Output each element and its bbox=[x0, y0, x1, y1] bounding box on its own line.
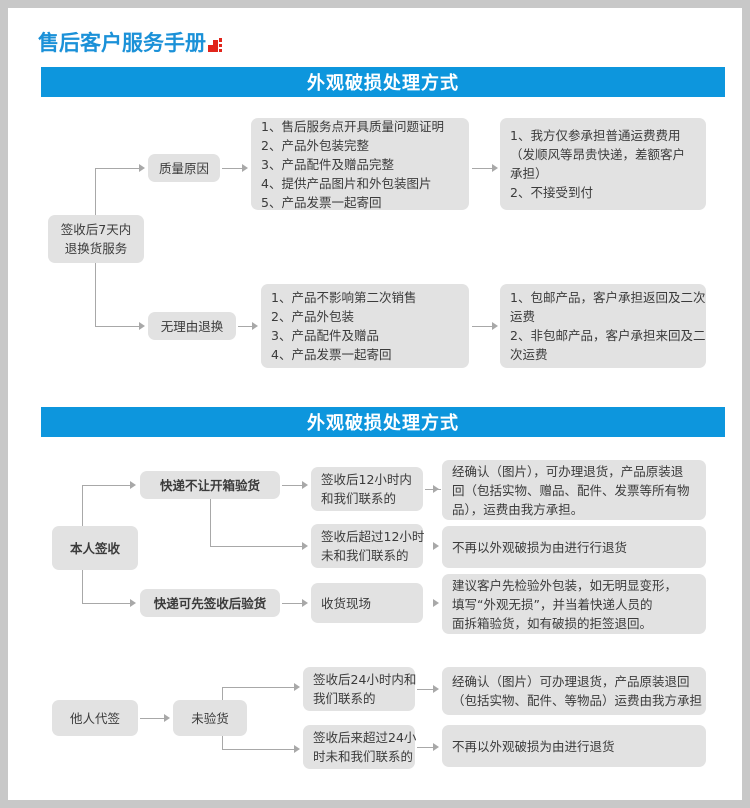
connector-proxy-to-timing2 bbox=[222, 749, 294, 750]
connector-quality-to-conditions bbox=[222, 168, 242, 169]
connector-root-spine-down bbox=[95, 263, 96, 326]
node-stage-not-inspected: 未验货 bbox=[173, 700, 247, 736]
node-result-refund-within-12h: 经确认（图片），可办理退货，产品原装退 回（包括实物、赠品、配件、发票等所有物 … bbox=[442, 460, 706, 520]
arrow-stage2-to-timing3 bbox=[302, 599, 308, 607]
connector-stage1-down bbox=[210, 499, 211, 546]
arrow-self-to-stage2 bbox=[130, 599, 136, 607]
node-noreason-conditions: 1、产品不影响第二次销售 2、产品外包装 3、产品配件及赠品 4、产品发票一起寄… bbox=[261, 284, 469, 368]
node-noreason-outcome: 1、包邮产品，客户承担返回及二次 运费 2、非包邮产品，客户承担来回及二 次运费 bbox=[500, 284, 706, 368]
connector-proxy-to-timing1 bbox=[222, 687, 294, 688]
node-timing-over-12h: 签收后超过12小时 未和我们联系的 bbox=[311, 524, 424, 568]
connector-timing24-to-result1 bbox=[417, 689, 433, 690]
connector-stage1-to-timing1 bbox=[282, 485, 302, 486]
node-timing-within-24h: 签收后24小时内和 我们联系的 bbox=[303, 667, 416, 711]
node-timing-on-site: 收货现场 bbox=[311, 583, 423, 623]
arrow-timing24b-to-result2 bbox=[433, 743, 439, 751]
node-stage-no-open-inspect: 快递不让开箱验货 bbox=[140, 471, 280, 499]
arrow-self-to-stage1 bbox=[130, 481, 136, 489]
arrow-stage1-to-timing2 bbox=[302, 542, 308, 550]
node-result-inspect-advice: 建议客户先检验外包装，如无明显变形， 填写“外观无损”，并当着快递人员的 面拆箱… bbox=[442, 574, 706, 634]
node-timing-over-24h: 签收后来超过24小 时未和我们联系的 bbox=[303, 725, 416, 769]
connector-root-to-quality bbox=[95, 168, 139, 169]
connector-noreason-to-conditions bbox=[238, 326, 252, 327]
document-sheet: 售后客户服务手册 外观破损处理方式 签收后7天内 退换货服务 质量原因 1、售后… bbox=[8, 8, 742, 800]
node-reason-noreason: 无理由退换 bbox=[148, 312, 236, 340]
arrow-proxy-to-timing2 bbox=[294, 745, 300, 753]
node-quality-conditions: 1、售后服务点开具质量问题证明 2、产品外包装完整 3、产品配件及赠品完整 4、… bbox=[251, 118, 469, 210]
arrow-timing1-to-result1 bbox=[433, 485, 439, 493]
node-result-no-refund-over-12h: 不再以外观破损为由进行行退货 bbox=[442, 526, 706, 568]
connector-root-spine-up bbox=[95, 168, 96, 215]
node-self-sign: 本人签收 bbox=[52, 526, 138, 570]
arrow-proxy-to-timing1 bbox=[294, 683, 300, 691]
connector-timing24b-to-result2 bbox=[417, 747, 433, 748]
connector-conditions-to-outcome-1 bbox=[472, 168, 492, 169]
arrow-timing2-to-result2 bbox=[433, 542, 439, 550]
connector-conditions-to-outcome-2 bbox=[472, 326, 492, 327]
arrow-root-to-noreason bbox=[139, 322, 145, 330]
arrow-timing3-to-result3 bbox=[433, 599, 439, 607]
connector-self-to-stage1 bbox=[82, 485, 130, 486]
arrow-conditions-to-outcome-1 bbox=[492, 164, 498, 172]
masthead: 售后客户服务手册 bbox=[38, 28, 224, 58]
connector-stage1-to-timing2 bbox=[210, 546, 302, 547]
connector-proxy-spine-up bbox=[222, 687, 223, 700]
connector-stage2-to-timing3 bbox=[282, 603, 302, 604]
node-timing-within-12h: 签收后12小时内 和我们联系的 bbox=[311, 467, 423, 511]
arrow-timing24-to-result1 bbox=[433, 685, 439, 693]
arrow-stage1-to-timing1 bbox=[302, 481, 308, 489]
node-reason-quality: 质量原因 bbox=[148, 154, 220, 182]
connector-proxy-to-stage bbox=[140, 718, 164, 719]
node-root-7day: 签收后7天内 退换货服务 bbox=[48, 215, 144, 263]
section-banner-1: 外观破损处理方式 bbox=[41, 67, 725, 97]
connector-proxy-spine-down bbox=[222, 736, 223, 749]
arrow-quality-to-conditions bbox=[242, 164, 248, 172]
connector-root-to-noreason bbox=[95, 326, 139, 327]
arrow-conditions-to-outcome-2 bbox=[492, 322, 498, 330]
section-banner-2: 外观破损处理方式 bbox=[41, 407, 725, 437]
arrow-root-to-quality bbox=[139, 164, 145, 172]
page-title: 售后客户服务手册 bbox=[38, 30, 206, 55]
node-result-refund-within-24h: 经确认（图片）可办理退货，产品原装退回 （包括实物、配件、等物品）运费由我方承担 bbox=[442, 667, 706, 715]
connector-self-spine-up bbox=[82, 485, 83, 526]
logo-mark-icon bbox=[208, 37, 224, 54]
connector-self-to-stage2 bbox=[82, 603, 130, 604]
node-quality-outcome: 1、我方仅参承担普通运费费用 （发顺风等昂贵快递，差额客户 承担） 2、不接受到… bbox=[500, 118, 706, 210]
arrow-noreason-to-conditions bbox=[252, 322, 258, 330]
arrow-proxy-to-stage bbox=[164, 714, 170, 722]
node-result-no-refund-over-24h: 不再以外观破损为由进行退货 bbox=[442, 725, 706, 767]
connector-self-spine-down bbox=[82, 570, 83, 603]
node-stage-sign-then-inspect: 快递可先签收后验货 bbox=[140, 589, 280, 617]
node-proxy-sign: 他人代签 bbox=[52, 700, 138, 736]
